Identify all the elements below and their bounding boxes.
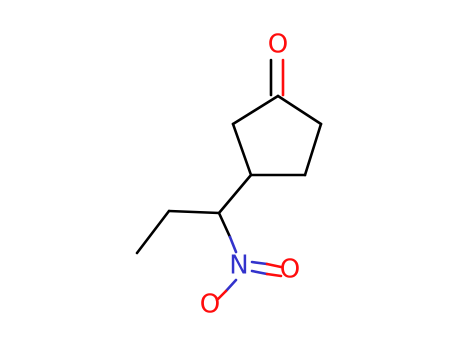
atom-nitro-oxygen-lower-label: O (200, 290, 220, 320)
bond-ring-c4-c5 (303, 122, 323, 177)
atom-ketone-oxygen-label: O (268, 30, 288, 60)
bond-c-n-black (217, 211, 232, 239)
bond-n-o-down-red (215, 289, 228, 302)
bond-chain-ch2-ch3 (135, 209, 171, 255)
bond-n-o-right-4 (265, 272, 283, 278)
bond-ring-c2-c3 (231, 122, 253, 177)
bond-n-o-right-3 (250, 269, 269, 276)
bond-chain-ch-ch2 (167, 209, 221, 215)
bond-n-o-down-blue (224, 278, 238, 293)
bond-n-o-right-1 (250, 260, 269, 266)
bond-ring-c1-c2 (231, 94, 280, 126)
atom-nitrogen-label: N (229, 251, 248, 281)
atom-nitro-oxygen-right-label: O (280, 255, 300, 285)
bond-ring-c5-c1 (276, 94, 323, 126)
bond-n-o-right-2 (265, 262, 283, 269)
bond-c-n-blue (228, 235, 238, 254)
bond-ring-to-chain (217, 173, 253, 215)
